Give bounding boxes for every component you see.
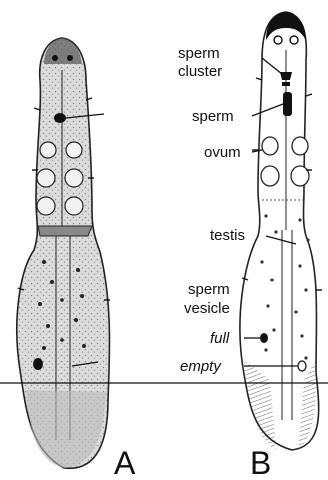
specimen-b-eye-left	[274, 36, 282, 44]
specimen-b	[240, 12, 322, 450]
label-sperm-cluster-2: cluster	[178, 63, 222, 80]
label-full: full	[210, 330, 230, 347]
label-sperm-vesicle-1: sperm	[188, 281, 230, 298]
label-sperm-vesicle-2: vesicle	[184, 300, 230, 317]
label-sperm-cluster-1: sperm	[178, 45, 220, 62]
specimen-a-eye-right	[67, 55, 73, 61]
specimen-b-vesicle-full	[260, 333, 268, 343]
label-testis: testis	[210, 227, 245, 244]
specimen-b-sperm-mark	[283, 92, 292, 116]
specimen-a	[17, 38, 110, 468]
specimen-a-vesicle-full	[33, 358, 43, 370]
specimen-a-eye-left	[52, 55, 58, 61]
label-ovum: ovum	[204, 144, 241, 161]
label-empty: empty	[180, 358, 222, 375]
label-sperm: sperm	[192, 108, 234, 125]
specimen-b-eye-right	[290, 36, 298, 44]
panel-a-letter: A	[114, 445, 136, 480]
specimen-a-sperm-cluster	[54, 113, 66, 123]
panel-b-letter: B	[250, 445, 271, 480]
specimen-b-vesicle-empty	[298, 361, 306, 371]
specimen-a-band	[38, 226, 92, 236]
specimen-a-head	[44, 38, 82, 64]
